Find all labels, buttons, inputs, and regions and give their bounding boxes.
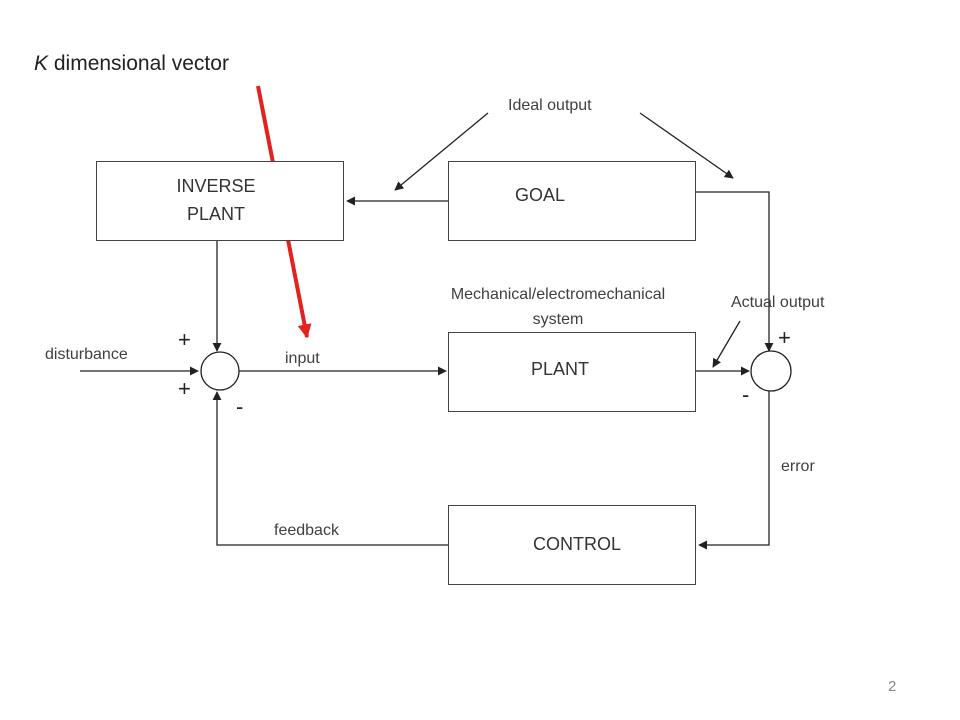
goal-box bbox=[448, 161, 696, 241]
plant-label: PLANT bbox=[530, 359, 590, 379]
left-minus: - bbox=[236, 394, 244, 419]
inverse-plant-box bbox=[96, 161, 344, 241]
actual-output-label: Actual output bbox=[731, 294, 825, 311]
right-plus: + bbox=[778, 325, 791, 350]
error-line bbox=[698, 391, 770, 550]
feedback-label: feedback bbox=[274, 522, 339, 539]
ideal-output-right-arrow bbox=[639, 112, 734, 179]
mechanical-line1: Mechanical/electromechanical bbox=[450, 286, 666, 303]
right-summing-junction bbox=[750, 350, 792, 392]
ideal-output-label: Ideal output bbox=[508, 97, 592, 114]
feedback-line bbox=[212, 391, 448, 546]
left-plus-bottom: + bbox=[178, 376, 191, 401]
control-label: CONTROL bbox=[532, 534, 621, 554]
right-minus: - bbox=[742, 382, 750, 407]
left-summing-junction bbox=[200, 351, 240, 391]
inverse-plant-line1: INVERSE bbox=[176, 176, 256, 196]
mechanical-system-label: Mechanical/electromechanical system bbox=[420, 285, 696, 329]
title-text: dimensional vector bbox=[48, 52, 229, 75]
disturbance-label: disturbance bbox=[45, 346, 128, 363]
input-label: input bbox=[285, 350, 320, 367]
plant-box bbox=[448, 332, 696, 412]
actual-output-pointer bbox=[712, 320, 741, 368]
inverse-plant-label: INVERSE PLANT bbox=[156, 172, 276, 228]
error-label: error bbox=[781, 458, 815, 475]
left-plus-top: + bbox=[178, 327, 191, 352]
page-number: 2 bbox=[888, 678, 897, 695]
inverse-plant-line2: PLANT bbox=[186, 204, 246, 224]
goal-label: GOAL bbox=[514, 185, 566, 205]
title: K dimensional vector bbox=[34, 52, 229, 76]
mechanical-line2: system bbox=[532, 311, 584, 329]
control-box bbox=[448, 505, 696, 585]
ideal-output-left-arrow bbox=[394, 112, 489, 191]
title-italic: K bbox=[34, 52, 49, 75]
goal-to-sum-line bbox=[696, 191, 774, 352]
